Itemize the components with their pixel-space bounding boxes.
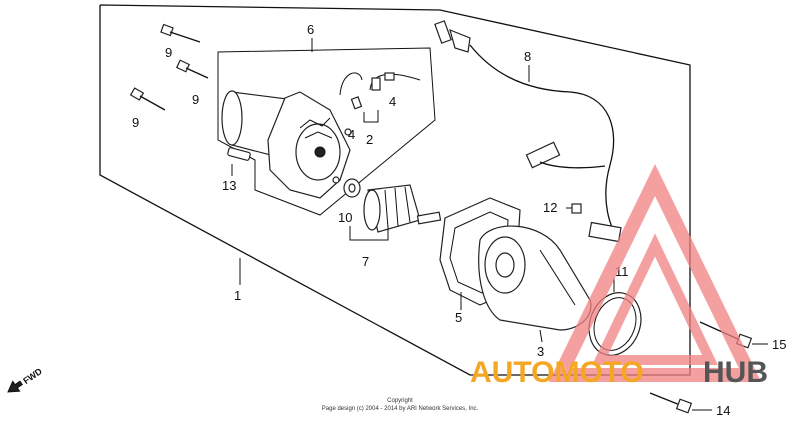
callout-4b: 4 bbox=[389, 94, 396, 109]
bolt-14 bbox=[649, 392, 693, 414]
watermark-text-part2: HUB bbox=[703, 356, 768, 389]
callout-8: 8 bbox=[524, 49, 531, 64]
brush-terminals bbox=[339, 72, 421, 123]
watermark-triangle bbox=[548, 164, 762, 382]
fwd-arrow-icon bbox=[7, 380, 23, 393]
cable-8 bbox=[434, 20, 621, 241]
bolt-12 bbox=[571, 203, 582, 214]
callout-15: 15 bbox=[772, 337, 786, 352]
callout-3: 3 bbox=[537, 344, 544, 359]
fwd-indicator: FWD bbox=[7, 366, 44, 393]
callout-5: 5 bbox=[455, 310, 462, 325]
starter-motor bbox=[221, 90, 352, 199]
fwd-label: FWD bbox=[21, 366, 44, 386]
leader-lines bbox=[231, 38, 768, 411]
copyright-line-1: Copyright bbox=[387, 398, 413, 404]
watermark-logo: AUTOMOTO HUB bbox=[470, 164, 768, 389]
bolt-9a bbox=[160, 23, 201, 43]
callout-9a: 9 bbox=[165, 45, 172, 60]
callout-9c: 9 bbox=[132, 115, 139, 130]
bolt-9b bbox=[175, 59, 209, 79]
watermark-text-part1: AUTOMOTO bbox=[470, 356, 644, 389]
callout-9b: 9 bbox=[192, 92, 199, 107]
callout-1: 1 bbox=[234, 288, 241, 303]
callout-4a: 4 bbox=[348, 127, 355, 142]
callout-7: 7 bbox=[362, 254, 369, 269]
pin-13 bbox=[227, 147, 251, 161]
bolt-9c bbox=[129, 87, 166, 111]
callout-6: 6 bbox=[307, 22, 314, 37]
watermark-triangle-inner bbox=[592, 233, 718, 365]
callout-12: 12 bbox=[543, 200, 557, 215]
callout-2: 2 bbox=[366, 132, 373, 147]
washer-10 bbox=[343, 178, 361, 198]
pinion-gear-7 bbox=[349, 184, 442, 241]
reduction-housing-3 bbox=[478, 225, 592, 331]
copyright-line-2: Page design (c) 2004 - 2014 by ARI Netwo… bbox=[322, 406, 479, 412]
callout-10: 10 bbox=[338, 210, 352, 225]
callout-14: 14 bbox=[716, 403, 730, 418]
cable-connector bbox=[588, 221, 622, 243]
callout-13: 13 bbox=[222, 178, 236, 193]
motor-subframe bbox=[217, 47, 436, 216]
